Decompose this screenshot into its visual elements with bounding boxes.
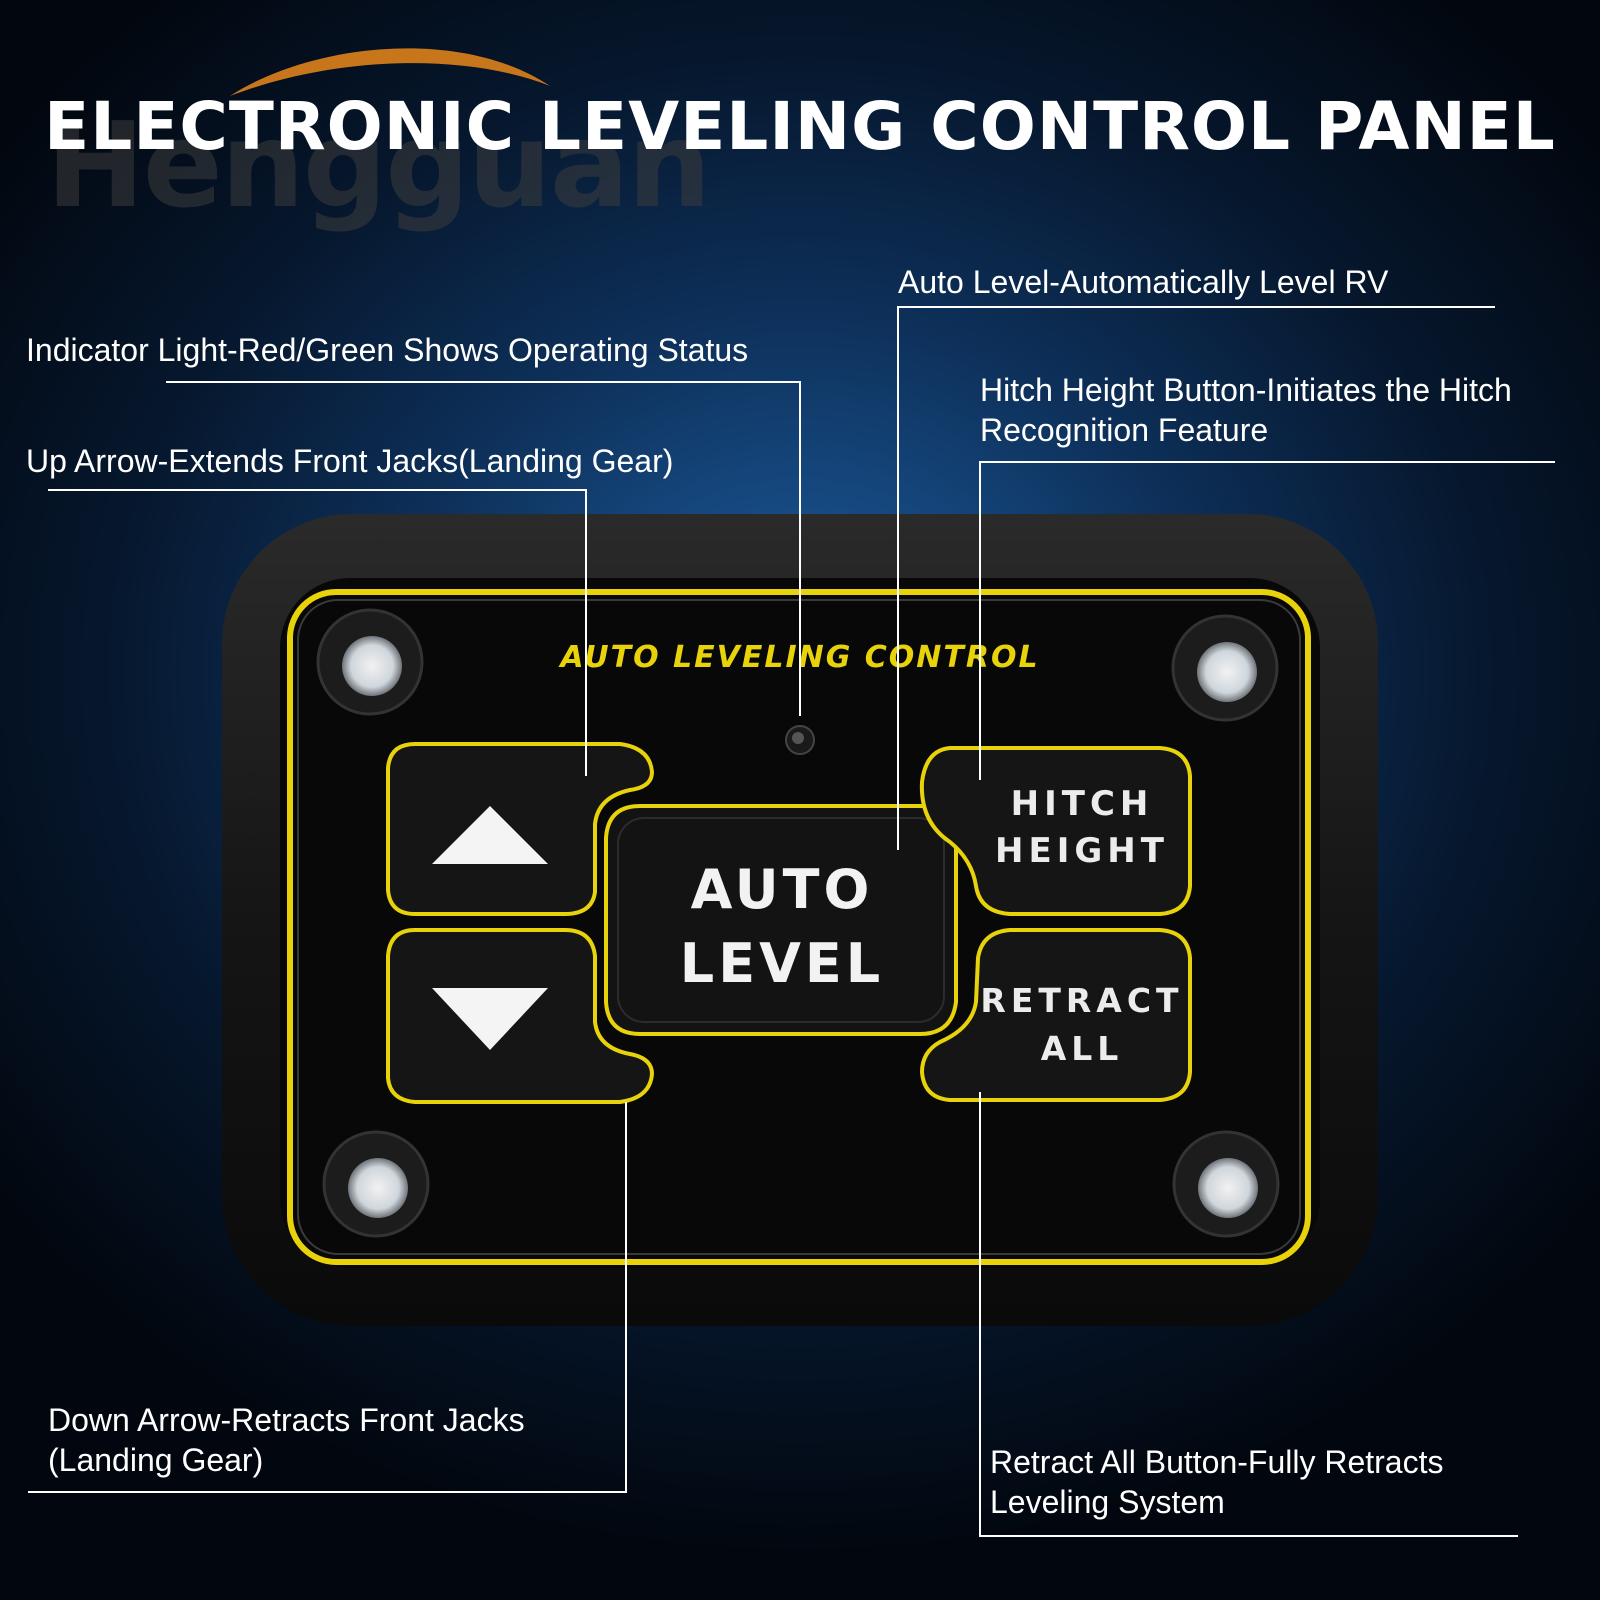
retract-all-label-line2: ALL xyxy=(1041,1029,1124,1068)
logo-swoosh-icon xyxy=(230,48,550,96)
retract-all-button: RETRACT ALL xyxy=(919,928,1192,1102)
panel-header: AUTO LEVELING CONTROL xyxy=(558,640,1039,675)
auto-level-label-line2: LEVEL xyxy=(680,932,884,995)
callout-down-arrow: Down Arrow-Retracts Front Jacks (Landing… xyxy=(48,1402,525,1478)
mount-hole-bottom-right xyxy=(1172,1130,1280,1238)
callout-retract-all: Retract All Button-Fully Retracts Leveli… xyxy=(990,1444,1444,1520)
callout-up-arrow: Up Arrow-Extends Front Jacks(Landing Gea… xyxy=(26,443,674,479)
down-arrow-button xyxy=(386,928,655,1104)
retract-all-label-line1: RETRACT xyxy=(980,981,1183,1020)
page-title: ELECTRONIC LEVELING CONTROL PANEL xyxy=(44,88,1556,165)
hitch-height-label-line2: HEIGHT xyxy=(995,831,1169,871)
callout-hitch-height: Hitch Height Button-Initiates the Hitch … xyxy=(980,372,1512,448)
up-arrow-button xyxy=(386,742,655,916)
auto-level-button: AUTO LEVEL xyxy=(604,804,958,1036)
up-arrow-icon xyxy=(432,806,548,864)
callout-indicator-light: Indicator Light-Red/Green Shows Operatin… xyxy=(26,332,749,368)
mount-hole-bottom-left xyxy=(322,1130,430,1238)
indicator-light xyxy=(785,725,815,755)
callout-auto-level: Auto Level-Automatically Level RV xyxy=(898,264,1389,300)
down-arrow-icon xyxy=(432,988,548,1050)
mount-hole-top-right xyxy=(1171,614,1279,722)
hitch-height-label-line1: HITCH xyxy=(1011,784,1154,824)
watermark-logo-text: Hengguan xyxy=(46,96,711,234)
mount-hole-top-left xyxy=(316,608,424,716)
control-panel-device: AUTO LEVELING CONTROL AUTO LEVEL HITCH H… xyxy=(222,514,1378,1326)
auto-level-label-line1: AUTO xyxy=(691,858,874,921)
